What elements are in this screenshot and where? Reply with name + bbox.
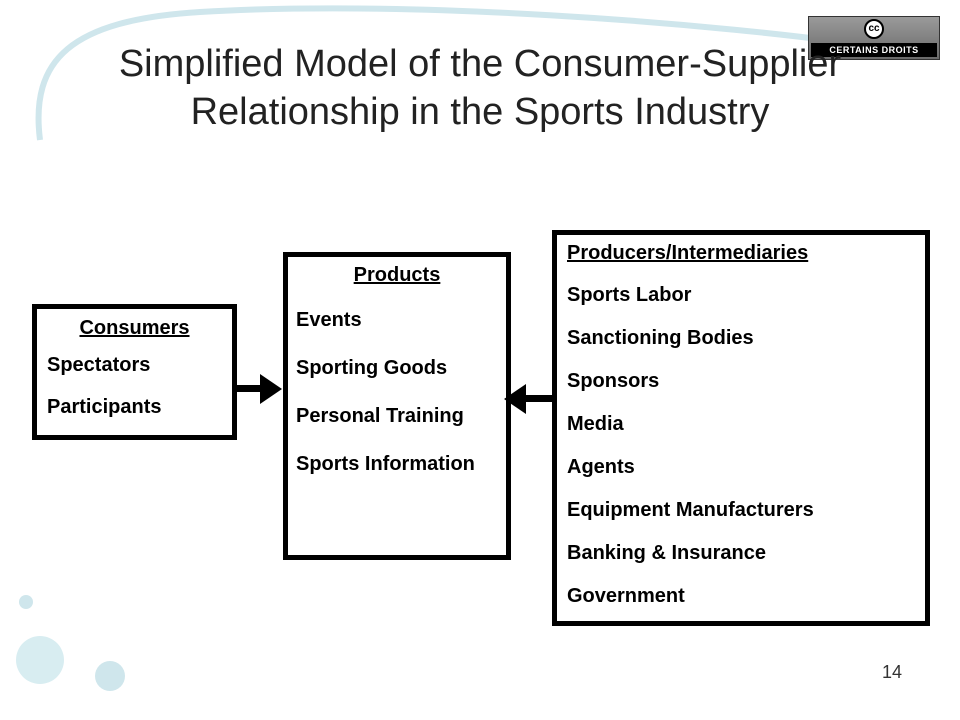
left-arrow-icon <box>504 384 552 414</box>
consumers-header: Consumers <box>79 317 190 339</box>
product-item: Sports Information <box>296 453 475 475</box>
product-item: Personal Training <box>296 405 464 427</box>
right-arrow-icon <box>236 374 282 404</box>
decorative-dot-medium <box>95 661 125 691</box>
title-line-1: Simplified Model of the Consumer-Supplie… <box>118 43 842 85</box>
producer-item: Sports Labor <box>567 284 692 306</box>
product-item: Sporting Goods <box>296 357 448 379</box>
producers-box: Producers/Intermediaries Sports Labor Sa… <box>552 230 930 626</box>
products-box: Products Events Sporting Goods Personal … <box>283 252 511 560</box>
consumer-item: Spectators <box>47 354 151 376</box>
producer-item: Sanctioning Bodies <box>567 327 754 349</box>
consumer-item: Participants <box>47 396 162 418</box>
producer-item: Banking & Insurance <box>567 542 766 564</box>
product-item: Events <box>296 309 362 331</box>
products-header: Products <box>353 264 441 286</box>
decorative-arc <box>35 5 901 141</box>
cc-icon: cc <box>864 19 884 39</box>
producer-item: Government <box>567 585 685 607</box>
title-line-2: Relationship in the Sports Industry <box>190 91 770 133</box>
decorative-dot-small <box>19 595 33 609</box>
slide-title: Simplified Model of the Consumer-Supplie… <box>40 40 920 136</box>
badge-text: CERTAINS DROITS RESERVES <box>811 43 937 69</box>
creative-commons-badge: cc CERTAINS DROITS RESERVES <box>808 16 940 69</box>
producer-item: Sponsors <box>567 370 660 392</box>
producers-header: Producers/Intermediaries <box>567 242 809 264</box>
producer-item: Agents <box>567 456 635 478</box>
decorative-dot-large <box>16 636 64 684</box>
producer-item: Equipment Manufacturers <box>567 499 814 521</box>
page-number: 14 <box>881 662 902 682</box>
consumers-box: Consumers Spectators Participants <box>32 304 237 440</box>
producer-item: Media <box>567 413 624 435</box>
